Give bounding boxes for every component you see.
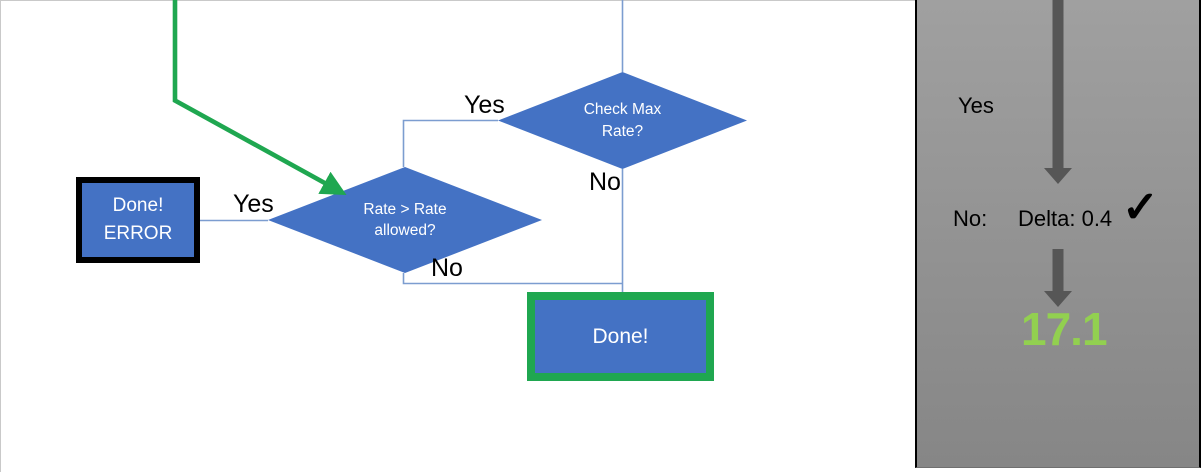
panel-no-label: No: bbox=[953, 206, 988, 231]
edge-label-rate-allowed-yes: Yes bbox=[233, 190, 274, 218]
panel-yes-label: Yes bbox=[958, 93, 994, 118]
terminal-done-label: Done! bbox=[592, 324, 649, 348]
green-arrow-line bbox=[172, 0, 347, 196]
flow-connectors bbox=[200, 0, 624, 292]
edge-label-check-max-no: No bbox=[589, 168, 621, 196]
decision-rate-allowed-label: Rate > Rate allowed? bbox=[363, 200, 447, 239]
terminal-done-error: Done! ERROR bbox=[76, 177, 200, 263]
connector-check-max-yes bbox=[402, 119, 498, 167]
edge-label-check-max-yes: Yes bbox=[464, 91, 505, 119]
side-panel: Yes No: Delta: 0.4 ✓ 17.1 bbox=[915, 0, 1201, 468]
connector-rate-allowed-no bbox=[402, 273, 622, 285]
down-arrow-head bbox=[1044, 291, 1072, 307]
panel-delta-value: Delta: 0.4 bbox=[1018, 206, 1113, 231]
decision-check-max-rate-label: Check Max Rate? bbox=[583, 101, 662, 140]
down-arrow-head bbox=[1044, 168, 1072, 184]
terminal-done: Done! bbox=[527, 292, 714, 381]
edge-label-rate-allowed-no: No bbox=[431, 254, 463, 282]
green-path-arrow bbox=[172, 0, 347, 196]
left-edge-line bbox=[0, 0, 1, 472]
down-arrow-shaft bbox=[1052, 0, 1064, 168]
down-arrow-shaft bbox=[1052, 249, 1064, 291]
result-value: 17.1 bbox=[1021, 303, 1108, 355]
down-arrow-icon bbox=[1044, 249, 1072, 307]
top-edge-line bbox=[0, 0, 916, 1]
terminal-done-error-label: Done! ERROR bbox=[103, 195, 173, 244]
down-arrow-icon bbox=[1044, 0, 1072, 184]
check-mark-icon: ✓ bbox=[1122, 183, 1159, 232]
